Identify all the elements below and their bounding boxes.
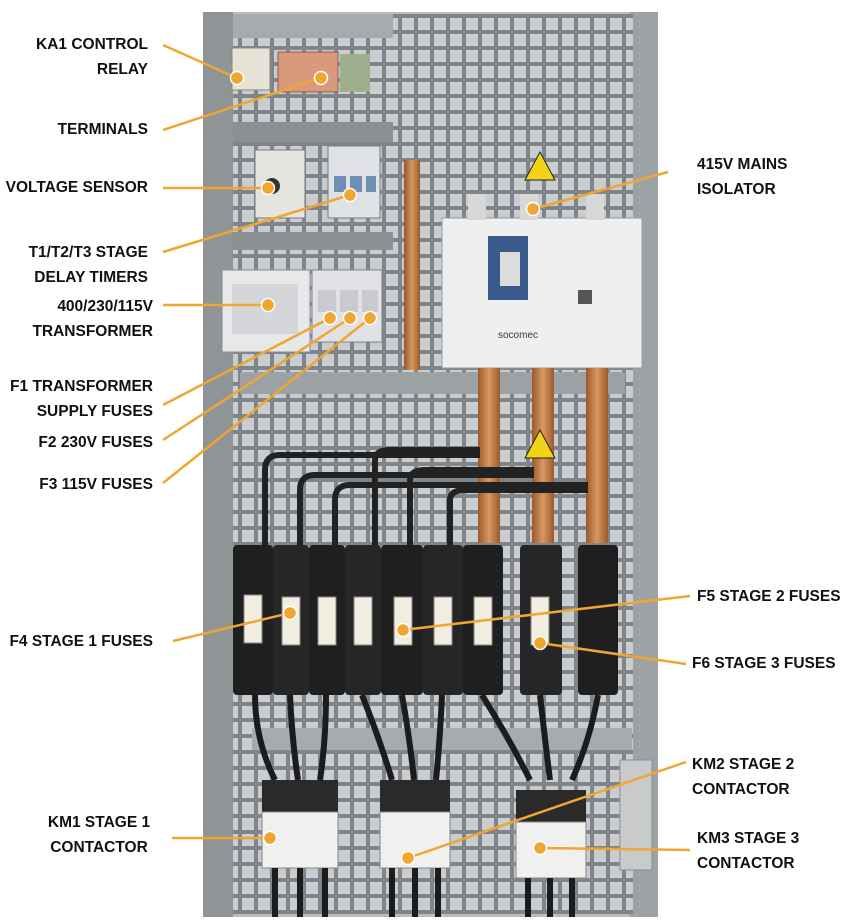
callout-dot-km1-stage-1-contactor <box>262 830 278 846</box>
leader-line-terminals <box>162 76 322 132</box>
label-voltage-sensor: VOLTAGE SENSOR <box>5 179 148 196</box>
leader-line-f6-stage-3-fuses <box>539 641 687 666</box>
callout-dot-f1-transformer-supply-fuses <box>322 310 338 326</box>
callout-dot-f6-stage-3-fuses <box>532 635 548 651</box>
callout-dot-ka1-control-relay <box>229 70 245 86</box>
outgoing-cables <box>272 868 575 917</box>
label-stage-delay-timers: T1/T2/T3 STAGE DELAY TIMERS <box>28 244 148 286</box>
label-km3-stage-3-contactor: KM3 STAGE 3 CONTACTOR <box>697 830 800 872</box>
callout-dot-km3-stage-3-contactor <box>532 840 548 856</box>
leader-line-f3-115v-fuses <box>162 317 371 484</box>
warning-icon-lower <box>524 428 556 459</box>
label-ka1-control-relay: KA1 CONTROL RELAY <box>36 36 148 78</box>
label-terminals: TERMINALS <box>57 121 148 138</box>
callout-dot-voltage-sensor <box>260 180 276 196</box>
leader-line-stage-delay-timers <box>162 193 351 254</box>
callout-dot-terminals <box>313 70 329 86</box>
leader-line-f5-stage-2-fuses <box>402 594 691 632</box>
contactors <box>261 780 587 879</box>
mains-isolator-unit <box>441 217 643 369</box>
label-mains-isolator: 415V MAINS ISOLATOR <box>697 156 788 198</box>
callout-dot-f4-stage-1-fuses <box>282 605 298 621</box>
label-transformer: 400/230/115V TRANSFORMER <box>32 298 153 340</box>
terminal-block <box>277 51 339 93</box>
busbar-l3 <box>586 368 608 543</box>
callout-dot-f5-stage-2-fuses <box>395 622 411 638</box>
callout-dot-stage-delay-timers <box>342 187 358 203</box>
label-f6-stage-3-fuses: F6 STAGE 3 FUSES <box>692 655 836 672</box>
leader-line-mains-isolator <box>532 170 669 211</box>
callout-dot-f3-115v-fuses <box>362 310 378 326</box>
label-km2-stage-2-contactor: KM2 STAGE 2 CONTACTOR <box>692 756 795 798</box>
callout-dot-transformer <box>260 297 276 313</box>
supply-cables <box>262 447 588 545</box>
isolator-brand: socomec <box>498 330 538 341</box>
load-cables <box>252 693 601 782</box>
callout-dot-km2-stage-2-contactor <box>400 850 416 866</box>
leader-line-f2-230v-fuses <box>162 316 351 442</box>
label-f1-transformer-supply-fuses: F1 TRANSFORMER SUPPLY FUSES <box>10 378 153 420</box>
label-f3-115v-fuses: F3 115V FUSES <box>39 476 153 493</box>
label-f5-stage-2-fuses: F5 STAGE 2 FUSES <box>697 588 841 605</box>
callout-dot-mains-isolator <box>525 201 541 217</box>
leader-line-f4-stage-1-fuses <box>172 611 291 643</box>
label-f4-stage-1-fuses: F4 STAGE 1 FUSES <box>9 633 153 650</box>
warning-icon <box>524 150 556 181</box>
leader-line-f1-transformer-supply-fuses <box>162 316 331 407</box>
callout-dot-f2-230v-fuses <box>342 310 358 326</box>
earth-bar <box>404 160 420 370</box>
leader-line-km3-stage-3-contactor <box>539 846 691 852</box>
power-fuse-holders <box>233 545 618 695</box>
busbar-l1 <box>478 368 500 543</box>
label-km1-stage-1-contactor: KM1 STAGE 1 CONTACTOR <box>47 814 151 856</box>
leader-line-km2-stage-2-contactor <box>407 760 687 860</box>
leader-line-ka1-control-relay <box>162 43 238 80</box>
label-f2-230v-fuses: F2 230V FUSES <box>38 434 153 451</box>
